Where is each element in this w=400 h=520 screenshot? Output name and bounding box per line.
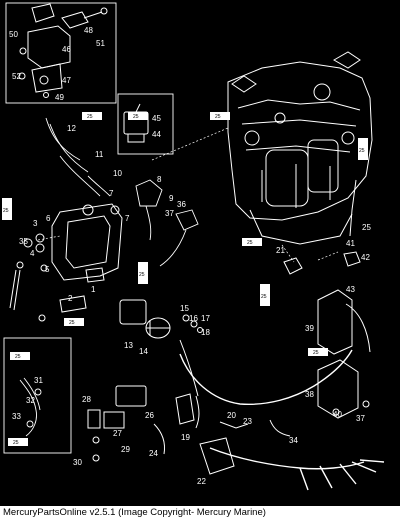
wire-harness-upper xyxy=(45,117,199,267)
part-tag: 25 xyxy=(260,284,270,306)
callout-label: 26 xyxy=(145,411,154,420)
part-tag: 25 xyxy=(308,348,328,356)
callout-label: 9 xyxy=(169,194,174,203)
callout-label: 6 xyxy=(46,214,51,223)
callout-label: 40 xyxy=(333,410,342,419)
part-tag: 25 xyxy=(64,318,84,326)
callout-label: 37 xyxy=(165,209,174,218)
callout-label: 5 xyxy=(45,265,50,274)
engine-block xyxy=(227,51,373,245)
callout-label: 50 xyxy=(9,30,18,39)
callout-label: 2 xyxy=(68,294,73,303)
tag-text: 25 xyxy=(87,114,93,120)
coil-stack xyxy=(119,299,203,429)
callout-label: 49 xyxy=(55,93,64,102)
callout-label: 37 xyxy=(356,414,365,423)
callout-label: 19 xyxy=(181,433,190,442)
part-tag: 25 xyxy=(82,112,102,120)
callout-label: 32 xyxy=(26,396,35,405)
callout-label: 13 xyxy=(124,341,133,350)
callout-label: 17 xyxy=(201,314,210,323)
callout-label: 21 xyxy=(276,246,285,255)
callout-label: 44 xyxy=(152,130,161,139)
callout-label: 22 xyxy=(197,477,206,486)
callout-label: 12 xyxy=(67,124,76,133)
inset-coil-bracket xyxy=(18,3,108,98)
callout-label: 29 xyxy=(121,445,130,454)
tag-text: 25 xyxy=(133,114,139,120)
callout-label: 45 xyxy=(152,114,161,123)
tag-text: 25 xyxy=(3,208,9,214)
part-tag: 25 xyxy=(242,238,262,246)
exploded-parts-diagram: 25 25 25 25 25 25 25 25 25 25 25 25 1 2 … xyxy=(0,0,400,506)
inset-box-module xyxy=(117,93,174,155)
lower-parts xyxy=(87,179,361,475)
part-tag: 25 xyxy=(128,112,148,120)
callout-label: 41 xyxy=(346,239,355,248)
callout-label: 10 xyxy=(113,169,122,178)
callout-label: 25 xyxy=(362,223,371,232)
callout-label: 51 xyxy=(96,39,105,48)
tag-text: 25 xyxy=(15,354,21,360)
part-tag: 25 xyxy=(210,112,230,120)
callout-label: 3 xyxy=(33,219,38,228)
callout-labels: 1 2 3 4 5 6 7 7 8 9 10 11 12 13 14 15 16… xyxy=(9,26,371,486)
callout-label: 38 xyxy=(305,390,314,399)
callout-label: 23 xyxy=(243,417,252,426)
inset-box-harness xyxy=(3,337,72,454)
tag-text: 25 xyxy=(313,350,319,356)
callout-label: 52 xyxy=(12,72,21,81)
callout-label: 42 xyxy=(361,253,370,262)
tag-text: 25 xyxy=(139,272,145,278)
callout-label: 48 xyxy=(84,26,93,35)
callout-label: 43 xyxy=(346,285,355,294)
callout-label: 27 xyxy=(113,429,122,438)
inset-box-bracket xyxy=(5,2,117,104)
callout-label: 15 xyxy=(180,304,189,313)
part-tags: 25 25 25 25 25 25 25 25 25 25 25 25 xyxy=(2,112,368,446)
part-tag: 25 xyxy=(358,138,368,160)
part-tag: 25 xyxy=(2,198,12,220)
inset-harness xyxy=(19,377,42,437)
part-tag: 25 xyxy=(8,438,28,446)
callout-label: 8 xyxy=(157,175,162,184)
callout-label: 11 xyxy=(95,150,104,159)
part-tag: 25 xyxy=(10,352,30,360)
tag-text: 25 xyxy=(359,148,365,154)
callout-label: 4 xyxy=(30,249,35,258)
callout-label: 24 xyxy=(149,449,158,458)
callout-label: 33 xyxy=(12,412,21,421)
callout-label: 39 xyxy=(305,324,314,333)
main-wire-harness xyxy=(179,349,385,491)
tag-text: 25 xyxy=(215,114,221,120)
coils-right xyxy=(317,289,371,419)
part-tag: 25 xyxy=(138,262,148,284)
tag-text: 25 xyxy=(261,294,267,300)
tag-text: 25 xyxy=(69,320,75,326)
callout-label: 30 xyxy=(73,458,82,467)
copyright-caption: MercuryPartsOnline v2.5.1 (Image Copyrig… xyxy=(3,507,266,518)
callout-label: 34 xyxy=(289,436,298,445)
callout-label: 28 xyxy=(82,395,91,404)
mounting-plate xyxy=(9,203,123,322)
callout-label: 1 xyxy=(91,285,96,294)
callout-label: 47 xyxy=(62,76,71,85)
callout-label: 7 xyxy=(125,214,130,223)
callout-label: 35 xyxy=(19,237,28,246)
tag-text: 25 xyxy=(13,440,19,446)
callout-label: 16 xyxy=(189,314,198,323)
tag-text: 25 xyxy=(247,240,253,246)
callout-label: 36 xyxy=(177,200,186,209)
callout-label: 20 xyxy=(227,411,236,420)
callout-label: 7 xyxy=(109,189,114,198)
callout-label: 31 xyxy=(34,376,43,385)
callout-label: 46 xyxy=(62,45,71,54)
diagram-background xyxy=(0,0,400,506)
callout-label: 18 xyxy=(201,328,210,337)
callout-label: 14 xyxy=(139,347,148,356)
